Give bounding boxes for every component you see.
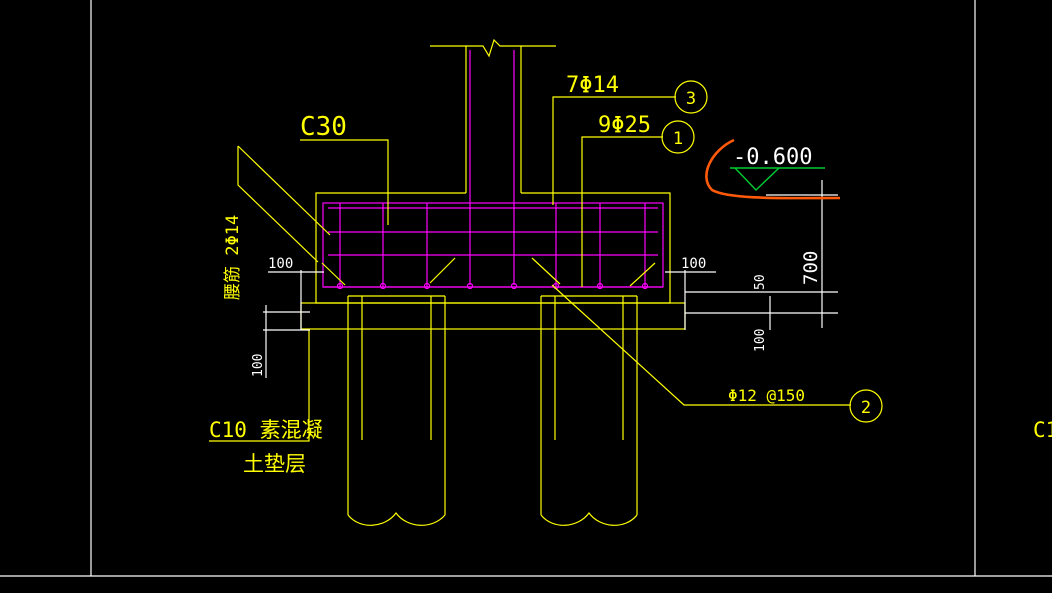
bent-bars [321, 257, 656, 287]
dim-100-right: 100 [753, 329, 768, 352]
concrete-grade-label: C30 [300, 112, 347, 142]
cover-left-dim: 100 [268, 256, 293, 272]
dim-100-left: 100 [251, 354, 266, 377]
right-edge-label: C1 [1033, 418, 1052, 442]
dim-50: 50 [753, 274, 768, 290]
rebar-cage [322, 202, 664, 290]
pile-cap-outline [300, 192, 686, 330]
rebar-bottom-label: 9Φ25 [598, 113, 651, 138]
cover-right-dim: 100 [681, 256, 706, 272]
callout-1: 1 [661, 120, 695, 154]
callout-3-label: 3 [686, 89, 696, 109]
frame [0, 0, 1052, 577]
rebar-top-label: 7Φ14 [566, 73, 619, 98]
pile-right [540, 295, 638, 526]
dim-700: 700 [800, 251, 822, 285]
callout-3: 3 [674, 80, 708, 114]
pile-left [347, 295, 446, 526]
leader-lines [209, 96, 851, 442]
grade-symbol [730, 167, 825, 191]
ground-line [705, 138, 841, 200]
elevation-label: -0.600 [733, 145, 812, 170]
dimension-lines [263, 180, 838, 378]
stirrup-label: Φ12 @150 [728, 386, 805, 405]
column-stub [430, 38, 556, 285]
callout-2-label: 2 [861, 398, 871, 418]
side-bars-label: 腰筋 2Φ14 [223, 215, 243, 300]
callout-1-label: 1 [673, 129, 683, 149]
cushion-label-line1: C10 素混凝 [209, 418, 323, 442]
callout-2: 2 [849, 389, 883, 423]
bottom-bar-dots [336, 282, 649, 290]
cushion-label-line2: 土垫层 [243, 452, 306, 476]
